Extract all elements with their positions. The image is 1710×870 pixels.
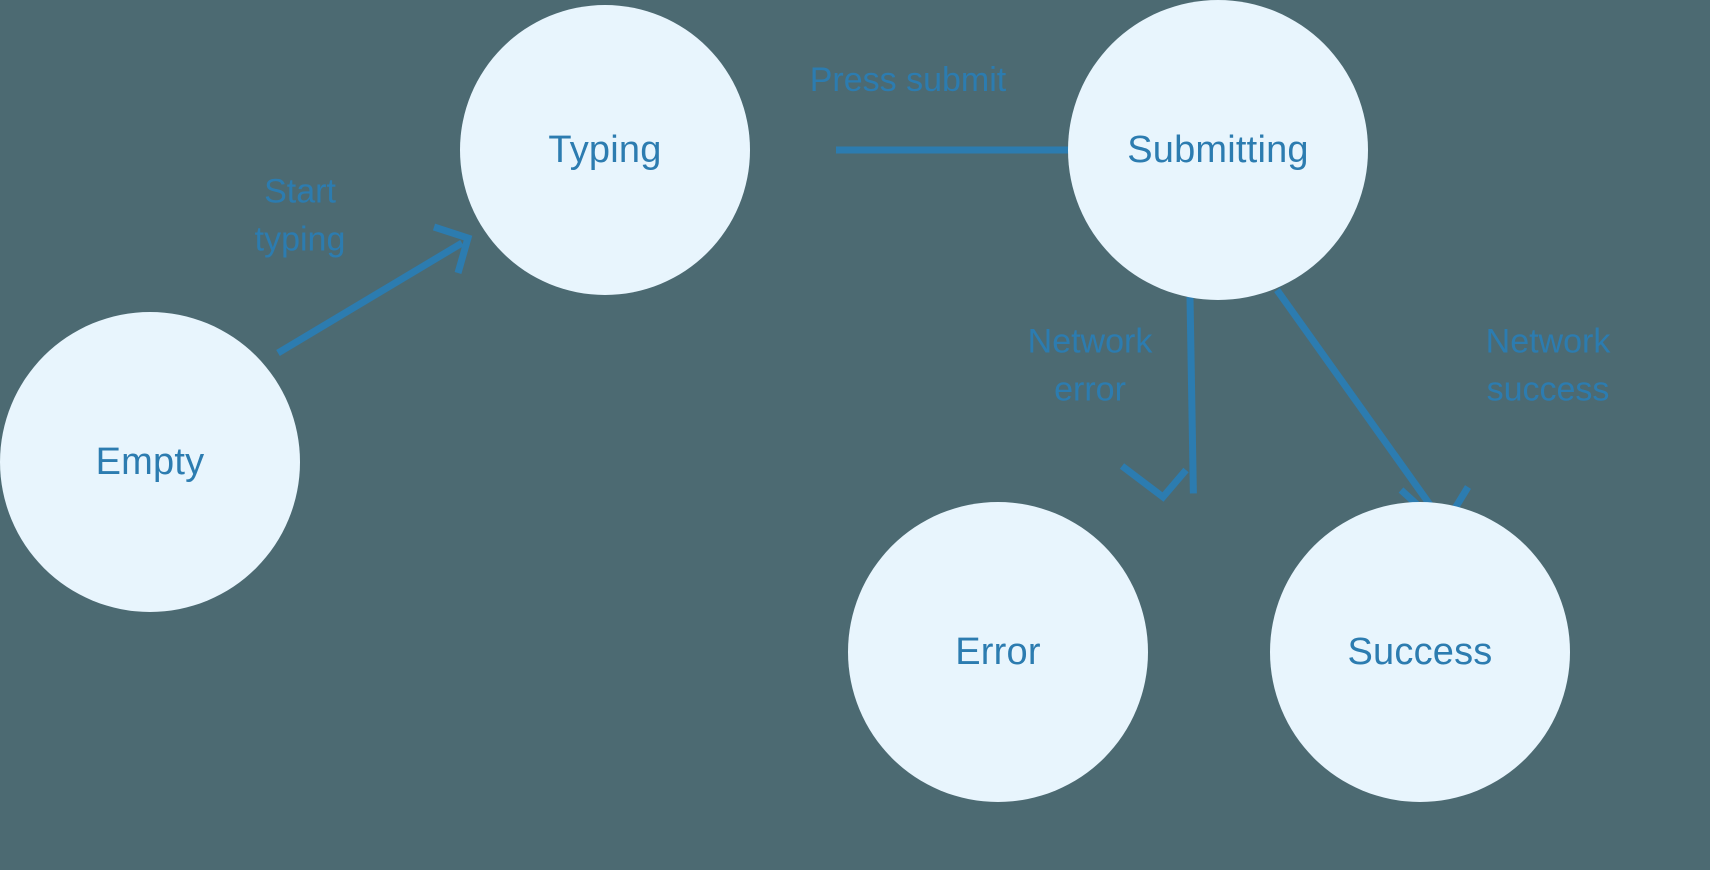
edge-line-submitting-to-success [1274,287,1441,519]
edge-submitting-to-error [1119,296,1197,502]
state-label-typing: Typing [548,129,662,171]
state-node-empty[interactable]: Empty [0,312,300,612]
state-node-success[interactable]: Success [1270,502,1570,802]
edge-line-submitting-to-error [1186,296,1197,494]
state-node-submitting[interactable]: Submitting [1068,0,1368,300]
state-label-empty: Empty [95,441,205,483]
state-node-typing[interactable]: Typing [460,5,750,295]
state-node-error[interactable]: Error [848,502,1148,802]
state-label-error: Error [955,631,1041,673]
arrowhead-submitting-to-error [1119,463,1189,502]
edge-line-empty-to-typing [276,239,464,357]
arrowhead-empty-to-typing [432,223,473,274]
edge-empty-to-typing [276,223,473,357]
edge-submitting-to-success [1274,287,1471,534]
state-label-success: Success [1347,631,1493,673]
state-label-submitting: Submitting [1127,129,1309,171]
